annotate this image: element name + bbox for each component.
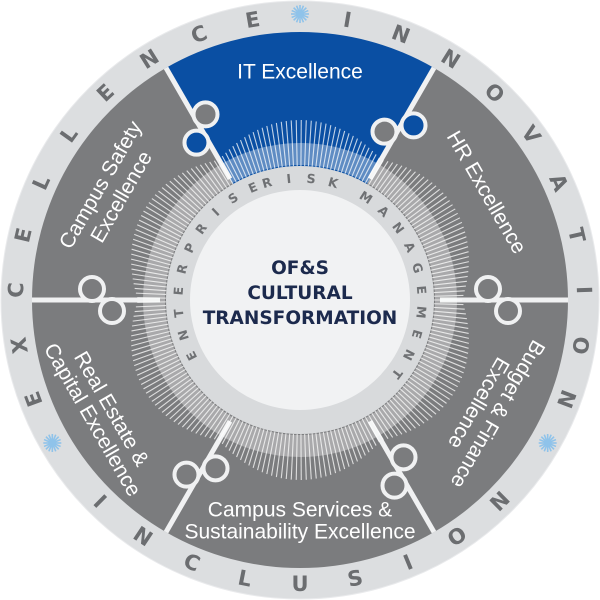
enterprise-letter: R: [174, 262, 191, 275]
enterprise-letter: N: [174, 328, 191, 342]
center-title-line-1: OF&S: [271, 258, 329, 279]
puzzle-knob: [182, 128, 211, 157]
inclusion-letter: U: [291, 572, 308, 596]
radial-burst: [130, 120, 469, 480]
center-title: OF&S CULTURAL TRANSFORMATION: [203, 258, 398, 329]
puzzle-knob: [389, 443, 418, 472]
enterprise-letter: E: [171, 286, 187, 296]
segment-label-it: IT Excellence: [237, 61, 363, 84]
puzzle-knob: [191, 100, 220, 129]
puzzle-knob: [98, 297, 126, 325]
management-letter: E: [414, 285, 430, 295]
innovation-letter: O: [567, 335, 594, 356]
center-title-line-3: TRANSFORMATION: [203, 308, 398, 329]
star-icon: [43, 434, 62, 452]
innovation-letter: T: [563, 225, 590, 245]
risk-letter: I: [286, 171, 292, 186]
innovation-letter: I: [342, 7, 354, 32]
risk-letter: R: [260, 174, 274, 191]
excellence-letter: E: [10, 225, 37, 244]
excellence-letter: E: [244, 7, 262, 33]
puzzle-knob: [474, 275, 502, 303]
star-markers: [43, 5, 557, 452]
puzzle-knob: [201, 454, 230, 483]
inclusion-letter: S: [345, 565, 364, 591]
star-icon: [538, 434, 557, 452]
puzzle-knob: [399, 111, 428, 140]
enterprise-letter: T: [171, 308, 187, 319]
management-letter: E: [409, 328, 426, 340]
puzzle-knob: [494, 297, 522, 325]
management-letter: M: [413, 305, 429, 319]
puzzle-knob: [78, 275, 106, 303]
star-icon: [291, 5, 309, 23]
risk-letter: S: [306, 171, 316, 187]
excellence-letter: C: [4, 282, 29, 298]
center-title-line-2: CULTURAL: [247, 283, 353, 304]
puzzle-knob: [172, 460, 201, 489]
inclusion-letter: L: [236, 566, 254, 592]
segment-label-campus-services: Campus Services &: [208, 499, 392, 522]
management-letter: G: [409, 261, 426, 275]
segment-label-campus-services: Sustainability Excellence: [184, 521, 415, 544]
innovation-letter: I: [572, 286, 596, 295]
puzzle-knob: [380, 471, 409, 500]
puzzle-knob: [370, 117, 399, 146]
excellence-letter: X: [7, 335, 33, 355]
center-disc: [190, 190, 410, 410]
